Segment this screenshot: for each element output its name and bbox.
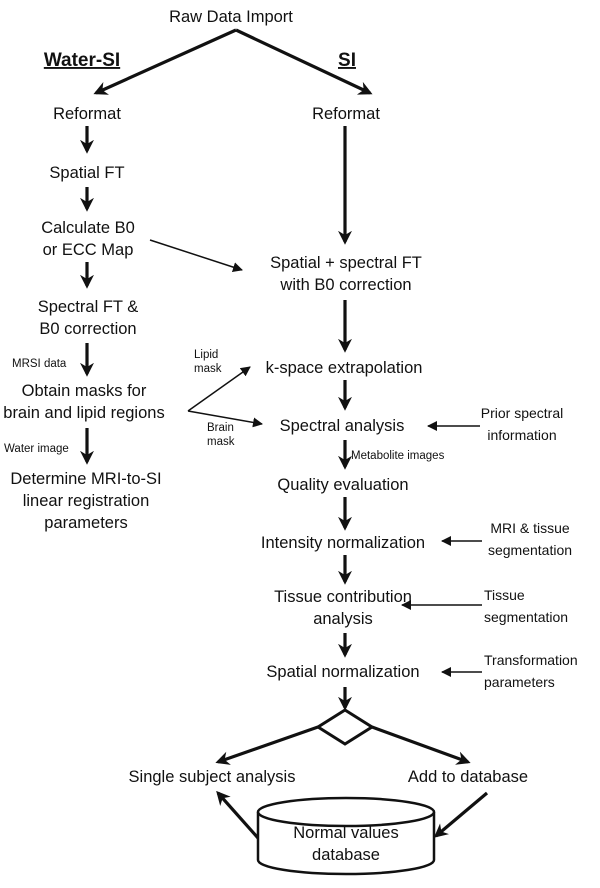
arrow-b0-map-to-spatial-spectral [149,239,243,272]
water-image-label: Water image [4,443,69,455]
calc-b0-line2: or ECC Map [43,241,134,259]
registration-line1: Determine MRI-to-SI [10,470,161,488]
spatial-spectral-line1: Spatial + spectral FT [270,254,422,272]
mrsi-data-label: MRSI data [12,358,67,370]
arrow-brain-mask [187,410,263,428]
labels: Raw Data Import Water-SI SI Reformat Spa… [3,8,577,864]
masks-line2: brain and lipid regions [3,404,164,422]
spectral-ft-line2: B0 correction [39,320,136,338]
water-si-header: Water-SI [44,50,120,71]
add-database-label: Add to database [408,768,528,786]
brain-mask-line2: mask [207,436,235,448]
brain-mask-line1: Brain [207,422,234,434]
calc-b0-line1: Calculate B0 [41,219,135,237]
intensity-normalization-label: Intensity normalization [261,534,425,552]
database-line1: Normal values [293,824,398,842]
prior-info-line1: Prior spectral [481,405,563,421]
water-reformat-label: Reformat [53,105,121,123]
raw-data-import-label: Raw Data Import [169,8,293,26]
arrow-lipid-mask [187,366,251,412]
arrow-add-db-to-db [433,791,489,838]
arrow-db-to-single-subject [216,790,260,840]
arrow-to-single-subject [215,725,319,765]
tissue-contribution-line2: analysis [313,610,373,628]
si-reformat-label: Reformat [312,105,380,123]
registration-line3: parameters [44,514,127,532]
tissue-seg-line2: segmentation [484,609,568,625]
decision-diamond [315,708,375,746]
prior-info-line2: information [487,427,556,443]
transformation-line1: Transformation [484,652,578,668]
single-subject-label: Single subject analysis [129,768,296,786]
spectral-analysis-label: Spectral analysis [280,417,405,435]
tissue-contribution-line1: Tissue contribution [274,588,412,606]
masks-line1: Obtain masks for [22,382,147,400]
quality-evaluation-label: Quality evaluation [277,476,408,494]
database-line2: database [312,846,380,864]
metabolite-images-label: Metabolite images [351,450,445,462]
spatial-spectral-line2: with B0 correction [279,276,411,294]
registration-line2: linear registration [23,492,150,510]
database-cylinder [256,796,436,876]
connectors [80,28,489,840]
arrow-top-to-water-si [93,28,237,95]
arrow-to-add-database [371,725,471,765]
spatial-ft-label: Spatial FT [49,164,124,182]
lipid-mask-line2: mask [194,363,222,375]
arrow-top-to-si [235,28,373,95]
transformation-line2: parameters [484,674,555,690]
spectral-ft-line1: Spectral FT & [38,298,139,316]
mri-tissue-line1: MRI & tissue [490,520,570,536]
spatial-normalization-label: Spatial normalization [266,663,419,681]
kspace-label: k-space extrapolation [266,359,423,377]
mri-tissue-line2: segmentation [488,542,572,558]
lipid-mask-line1: Lipid [194,349,218,361]
si-header: SI [338,50,356,71]
tissue-seg-line1: Tissue [484,587,525,603]
